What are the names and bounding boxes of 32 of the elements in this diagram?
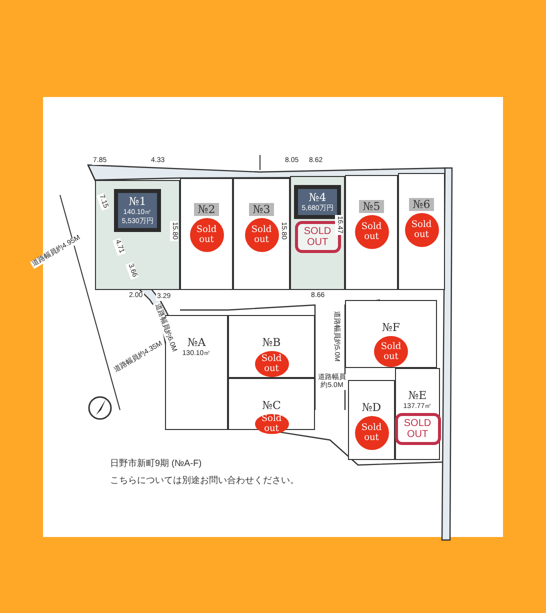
lot-number: №D <box>362 401 382 414</box>
lot-number: №B <box>262 336 281 349</box>
lot-plot <box>345 175 398 290</box>
sold-out-badge: Sold out <box>254 351 288 377</box>
note-text: こちらについては別途お問い合わせください。 <box>110 474 299 487</box>
lot-number: №C <box>262 399 281 412</box>
sold-out-badge: Sold out <box>190 218 224 252</box>
lot-plot <box>180 178 233 290</box>
sold-out-stamp: SOLD OUT <box>394 413 440 445</box>
sold-out-badge: Sold out <box>374 336 408 367</box>
lot-number: №F <box>382 321 400 334</box>
lot-number: №1 <box>128 195 146 208</box>
lot-number: №2 <box>194 203 220 216</box>
lot-plot <box>95 180 180 290</box>
lot-plot <box>228 315 315 378</box>
lot-number: №E <box>408 389 427 402</box>
lot-plot <box>398 173 445 290</box>
lot-number: №4 <box>308 191 326 204</box>
lot-plot <box>345 300 437 368</box>
lot-number: №6 <box>408 198 434 211</box>
sold-out-badge: Sold out <box>354 215 388 249</box>
sold-out-badge: Sold out <box>354 416 388 450</box>
lot-number: №A <box>187 336 206 349</box>
lot-plot <box>233 178 290 290</box>
lot-number: №5 <box>358 200 384 213</box>
note-text: 日野市新町9期 (№A-F) <box>110 457 202 470</box>
lot-plot <box>348 380 395 460</box>
lot-number: №3 <box>248 203 274 216</box>
lot-plot <box>395 368 440 460</box>
sold-out-badge: Sold out <box>244 218 278 252</box>
lot-plot <box>290 176 345 290</box>
sold-out-badge: Sold out <box>404 213 438 247</box>
